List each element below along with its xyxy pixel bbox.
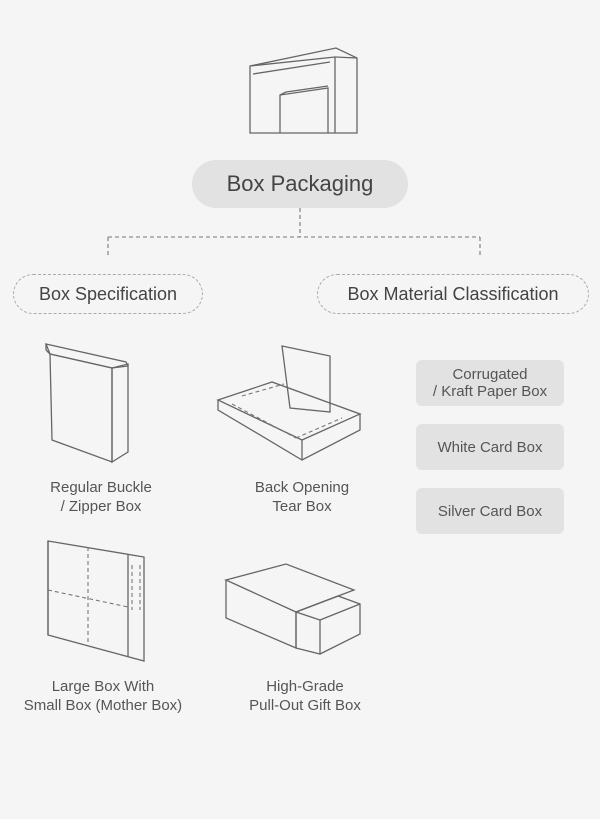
material-white-card: White Card Box [416,424,564,470]
box-packaging-icon [249,47,358,134]
spec-item-label: Back Opening Tear Box [202,478,402,516]
branch-box-specification: Box Specification [13,274,203,314]
material-line1: Corrugated [452,366,528,383]
spec-line1: High-Grade [266,678,344,695]
buckle-box-icon [44,343,129,464]
drawer-box-icon [224,563,361,655]
spec-item-label: Large Box With Small Box (Mother Box) [3,677,203,715]
root-node: Box Packaging [192,160,408,208]
branch-label: Box Material Classification [347,283,559,304]
branch-box-material: Box Material Classification [317,274,589,314]
material-silver-card: Silver Card Box [416,488,564,534]
spec-line2: / Zipper Box [60,498,142,515]
spec-line2: Small Box (Mother Box) [23,697,183,714]
spec-line1: Large Box With [51,678,155,695]
spec-line2: Tear Box [272,498,332,515]
spec-line1: Regular Buckle [50,479,152,496]
branch-label: Box Specification [38,283,178,304]
material-corrugated: Corrugated / Kraft Paper Box [416,360,564,406]
material-line1: Silver Card Box [437,502,543,520]
material-line1: White Card Box [437,438,543,456]
material-line2: / Kraft Paper Box [432,383,548,400]
spec-line2: Pull-Out Gift Box [249,697,361,714]
spec-line1: Back Opening [254,479,350,496]
tear-box-icon [216,345,362,461]
spec-item-label: Regular Buckle / Zipper Box [1,478,201,516]
mother-box-icon [47,540,145,662]
root-label: Box Packaging [226,171,374,196]
spec-item-label: High-Grade Pull-Out Gift Box [205,677,405,715]
